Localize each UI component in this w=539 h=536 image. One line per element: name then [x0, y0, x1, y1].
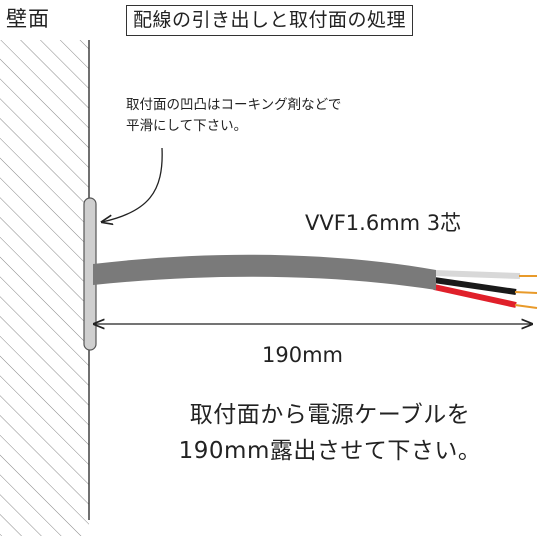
cable-sheath — [93, 254, 436, 290]
caulking-note-line-1: 取付面の凹凸はコーキング剤などで — [126, 97, 342, 113]
instruction-line-1: 取付面から電源ケーブルを — [189, 402, 471, 428]
wall-label: 壁面 — [6, 7, 50, 31]
callout-arrow — [102, 147, 163, 222]
cable-wires — [433, 270, 538, 309]
instruction-text: 取付面から電源ケーブルを 190mm露出させて下さい。 — [150, 397, 510, 469]
caulking-note: 取付面の凹凸はコーキング剤などで 平滑にして下さい。 — [126, 95, 341, 137]
conductor-red — [514, 304, 538, 309]
wire-black — [433, 277, 517, 295]
conductor-black — [514, 291, 538, 294]
wall-section — [0, 40, 90, 536]
diagram-title: 配線の引き出しと取付面の処理 — [126, 5, 414, 36]
wall-hatch — [0, 40, 89, 536]
dimension-label: 190mm — [262, 343, 343, 367]
wire-red — [433, 284, 517, 308]
caulking-note-line-2: 平滑にして下さい。 — [126, 118, 248, 134]
cable-spec-label: VVF1.6mm 3芯 — [305, 211, 462, 235]
instruction-line-2: 190mm露出させて下さい。 — [178, 438, 482, 464]
wire-white — [433, 270, 521, 279]
